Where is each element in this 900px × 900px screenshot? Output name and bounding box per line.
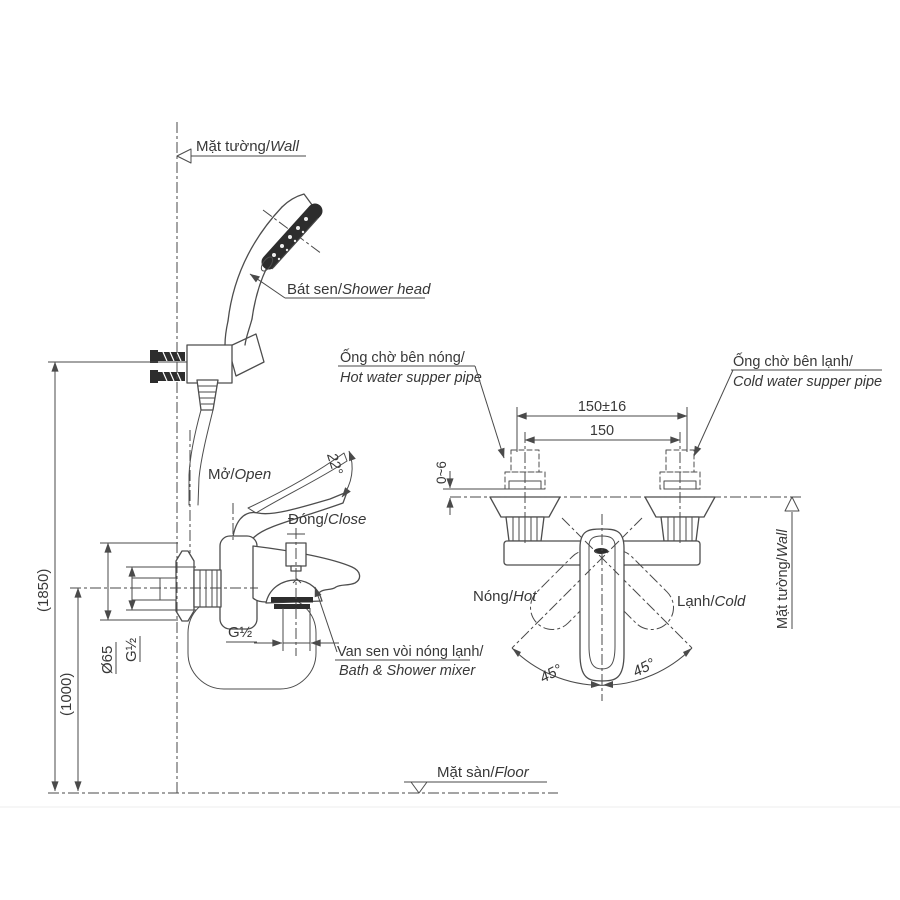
dim-outlet-g12-label: G½ (228, 624, 253, 641)
mixer-label-en: Bath & Shower mixer (339, 663, 476, 679)
mounting-screw-top (150, 350, 185, 363)
escutcheon-side (175, 550, 195, 622)
lever-closed-position (231, 491, 348, 548)
floor-label: Mặt sàn/Floor (437, 764, 530, 781)
wall-datum-arrow-right-icon (784, 496, 800, 512)
hot-label: Nóng/Hot (473, 588, 537, 605)
side-view-centerlines (48, 122, 558, 794)
mixer-label-vi: Van sen vòi nóng lạnh/ (337, 644, 484, 660)
wall-datum-arrow-icon (176, 148, 192, 164)
handle-logo-mark (594, 548, 608, 554)
wall-label-top: Mặt tường/Wall (196, 138, 300, 155)
shower-hanger-bracket (150, 333, 265, 384)
angle-22-arc (341, 450, 356, 498)
dim-protrusion: 0~6 (434, 461, 509, 515)
front-view-centerlines (450, 432, 803, 701)
angle-45-left: 45° (537, 661, 565, 686)
svg-text:G½: G½ (123, 637, 140, 662)
shower-head-label: Bát sen/Shower head (287, 281, 431, 298)
angle-45-right: 45° (630, 655, 658, 680)
close-label: Đóng/Close (288, 511, 366, 528)
cold-pipe-label-en: Cold water supper pipe (733, 374, 882, 390)
open-label: Mở/Open (208, 466, 271, 483)
cold-label: Lạnh/Cold (677, 593, 746, 610)
svg-text:0~6: 0~6 (434, 461, 449, 484)
mixer-valve-side (131, 533, 361, 630)
pipe-distance-dimensions: 150±16 150 (516, 399, 688, 452)
svg-text:22°: 22° (323, 450, 345, 477)
front-view: 0~6 (338, 348, 882, 701)
hot-pipe-label-vi: Ống chờ bên nóng/ (340, 348, 466, 366)
dim-150-16-label: 150±16 (578, 399, 626, 415)
supply-nipple (159, 577, 177, 601)
shower-head (224, 193, 323, 346)
side-view: 22° (1850) (1000) (35, 122, 558, 794)
dim-1000-label: (1000) (58, 673, 75, 716)
outlet-ring-lower (274, 604, 310, 609)
front-view-labels: Ống chờ bên nóng/ Hot water supper pipe … (338, 348, 882, 629)
angle-22-label: 22° (323, 450, 345, 477)
spray-nozzles (272, 217, 308, 261)
head-hook (260, 256, 274, 272)
wall-label-right: Mặt tường/Wall (775, 529, 791, 629)
side-view-dimensions: (1850) (1000) Ø65 G½ G½ (35, 361, 339, 792)
outlet-ring-upper (271, 597, 313, 603)
cold-pipe-label-vi: Ống chờ bên lạnh/ (733, 352, 854, 370)
shower-hose (188, 409, 214, 506)
spray-face (261, 203, 323, 270)
dim-1850-label: (1850) (35, 569, 52, 612)
svg-text:Ø65: Ø65 (99, 646, 116, 674)
mounting-screw-bottom (150, 370, 185, 383)
hose-connector (196, 379, 219, 411)
dim-g12-label: G½ (123, 636, 141, 662)
floor-datum-arrow-icon (410, 781, 428, 794)
hot-pipe-label-en: Hot water supper pipe (340, 370, 482, 386)
side-view-labels: Mặt tường/Wall Bát sen/Shower head Mở/Op… (176, 138, 547, 794)
dim-150-label: 150 (590, 423, 614, 439)
dim-d65-label: Ø65 (99, 642, 117, 674)
